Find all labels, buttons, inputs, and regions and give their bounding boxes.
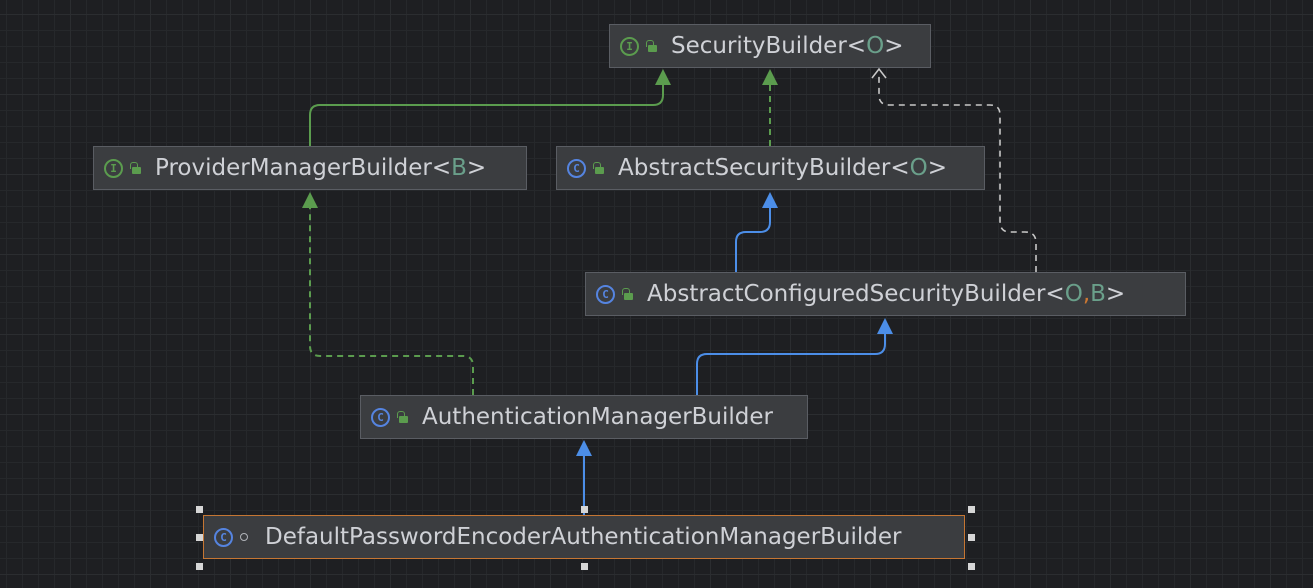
type-bracket: > xyxy=(884,33,904,59)
public-visibility-icon xyxy=(643,39,657,53)
resize-handle-bottom-center[interactable] xyxy=(581,563,588,570)
arrowhead-green xyxy=(655,69,671,85)
edge-auth-to-provider xyxy=(309,208,474,395)
node-abstract-configured-security-builder[interactable]: C AbstractConfiguredSecurityBuilder<O, B… xyxy=(585,272,1186,316)
node-label: DefaultPasswordEncoderAuthenticationMana… xyxy=(265,524,902,550)
resize-handle-middle-right[interactable] xyxy=(968,534,975,541)
type-bracket: < xyxy=(890,155,910,181)
edge-provider-to-security xyxy=(309,84,664,146)
package-private-visibility-icon xyxy=(237,530,251,544)
resize-handle-bottom-left[interactable] xyxy=(196,563,203,570)
class-icon: C xyxy=(596,284,615,304)
public-visibility-icon xyxy=(127,161,141,175)
node-security-builder[interactable]: I SecurityBuilder<O> xyxy=(609,24,931,68)
type-param: O xyxy=(909,155,928,181)
node-authentication-manager-builder[interactable]: C AuthenticationManagerBuilder xyxy=(360,395,808,439)
resize-handle-bottom-right[interactable] xyxy=(968,563,975,570)
type-param: B xyxy=(451,155,467,181)
arrowhead-green xyxy=(762,69,778,85)
arrowhead-open xyxy=(871,67,887,79)
type-param: B xyxy=(1090,281,1106,307)
type-bracket: < xyxy=(431,155,452,181)
public-visibility-icon xyxy=(590,161,604,175)
arrowhead-green xyxy=(302,192,318,208)
edge-configured-to-abstract xyxy=(735,208,771,272)
class-icon: C xyxy=(214,527,233,547)
public-visibility-icon xyxy=(394,410,408,424)
node-label: AbstractConfiguredSecurityBuilder xyxy=(647,281,1046,307)
node-provider-manager-builder[interactable]: I ProviderManagerBuilder<B> xyxy=(93,146,527,190)
arrowhead-blue xyxy=(762,192,778,208)
edge-auth-to-configured xyxy=(696,333,886,395)
resize-handle-top-center[interactable] xyxy=(581,506,588,513)
type-bracket: > xyxy=(466,155,487,181)
type-bracket: < xyxy=(846,33,867,59)
arrowhead-blue xyxy=(576,440,592,456)
type-param: O xyxy=(866,33,885,59)
node-abstract-security-builder[interactable]: C AbstractSecurityBuilder<O> xyxy=(556,146,985,190)
arrowhead-blue xyxy=(877,318,893,334)
type-param: O xyxy=(1064,281,1083,307)
type-bracket: > xyxy=(1105,281,1126,307)
interface-icon: I xyxy=(104,158,123,178)
type-param-separator: , xyxy=(1082,281,1091,307)
resize-handle-middle-left[interactable] xyxy=(196,534,203,541)
resize-handle-top-left[interactable] xyxy=(196,506,203,513)
node-label: SecurityBuilder xyxy=(671,33,847,59)
class-icon: C xyxy=(371,407,390,427)
node-default-password-encoder-amb[interactable]: C DefaultPasswordEncoderAuthenticationMa… xyxy=(203,515,965,559)
interface-icon: I xyxy=(620,36,639,56)
class-icon: C xyxy=(567,158,586,178)
type-bracket: > xyxy=(927,155,948,181)
public-visibility-icon xyxy=(619,287,633,301)
node-label: AuthenticationManagerBuilder xyxy=(422,404,773,430)
type-bracket: < xyxy=(1045,281,1065,307)
node-label: AbstractSecurityBuilder xyxy=(618,155,891,181)
resize-handle-top-right[interactable] xyxy=(968,506,975,513)
node-label: ProviderManagerBuilder xyxy=(155,155,432,181)
